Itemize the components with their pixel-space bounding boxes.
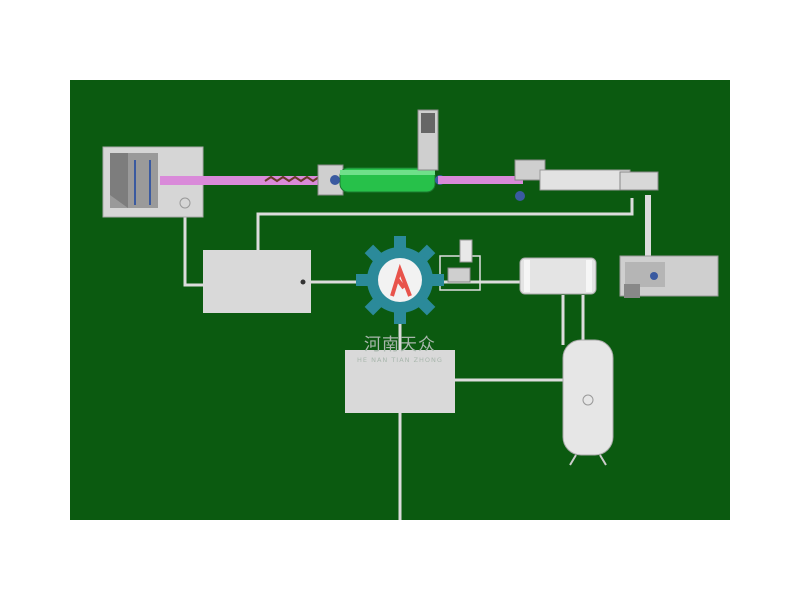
conveyor-feed [160,176,330,185]
pyrolysis-reactor [317,109,445,196]
buffer-tank [203,250,311,313]
separator-unit [439,239,481,291]
screw-conveyor [264,175,326,183]
logo-name-cn: 河南天众 [364,335,436,355]
pipe-top-return [256,198,634,250]
conveyor-discharge [438,176,523,184]
feeder-hopper [102,146,204,218]
logo-name-en: HE NAN TIAN ZHONG [357,356,443,364]
gear-icon [356,236,444,324]
pipe-feeder-to-tank [183,215,205,287]
discharge-unit [514,159,659,201]
company-logo: 河南天众 HE NAN TIAN ZHONG [356,236,444,364]
logo-mark-icon [390,263,412,297]
pipelines [183,195,651,520]
pipe-condenser-to-vessel [561,295,585,345]
settling-tank [345,350,455,413]
condenser [519,257,597,295]
storage-vessel [562,339,614,466]
product-collector [619,255,719,298]
